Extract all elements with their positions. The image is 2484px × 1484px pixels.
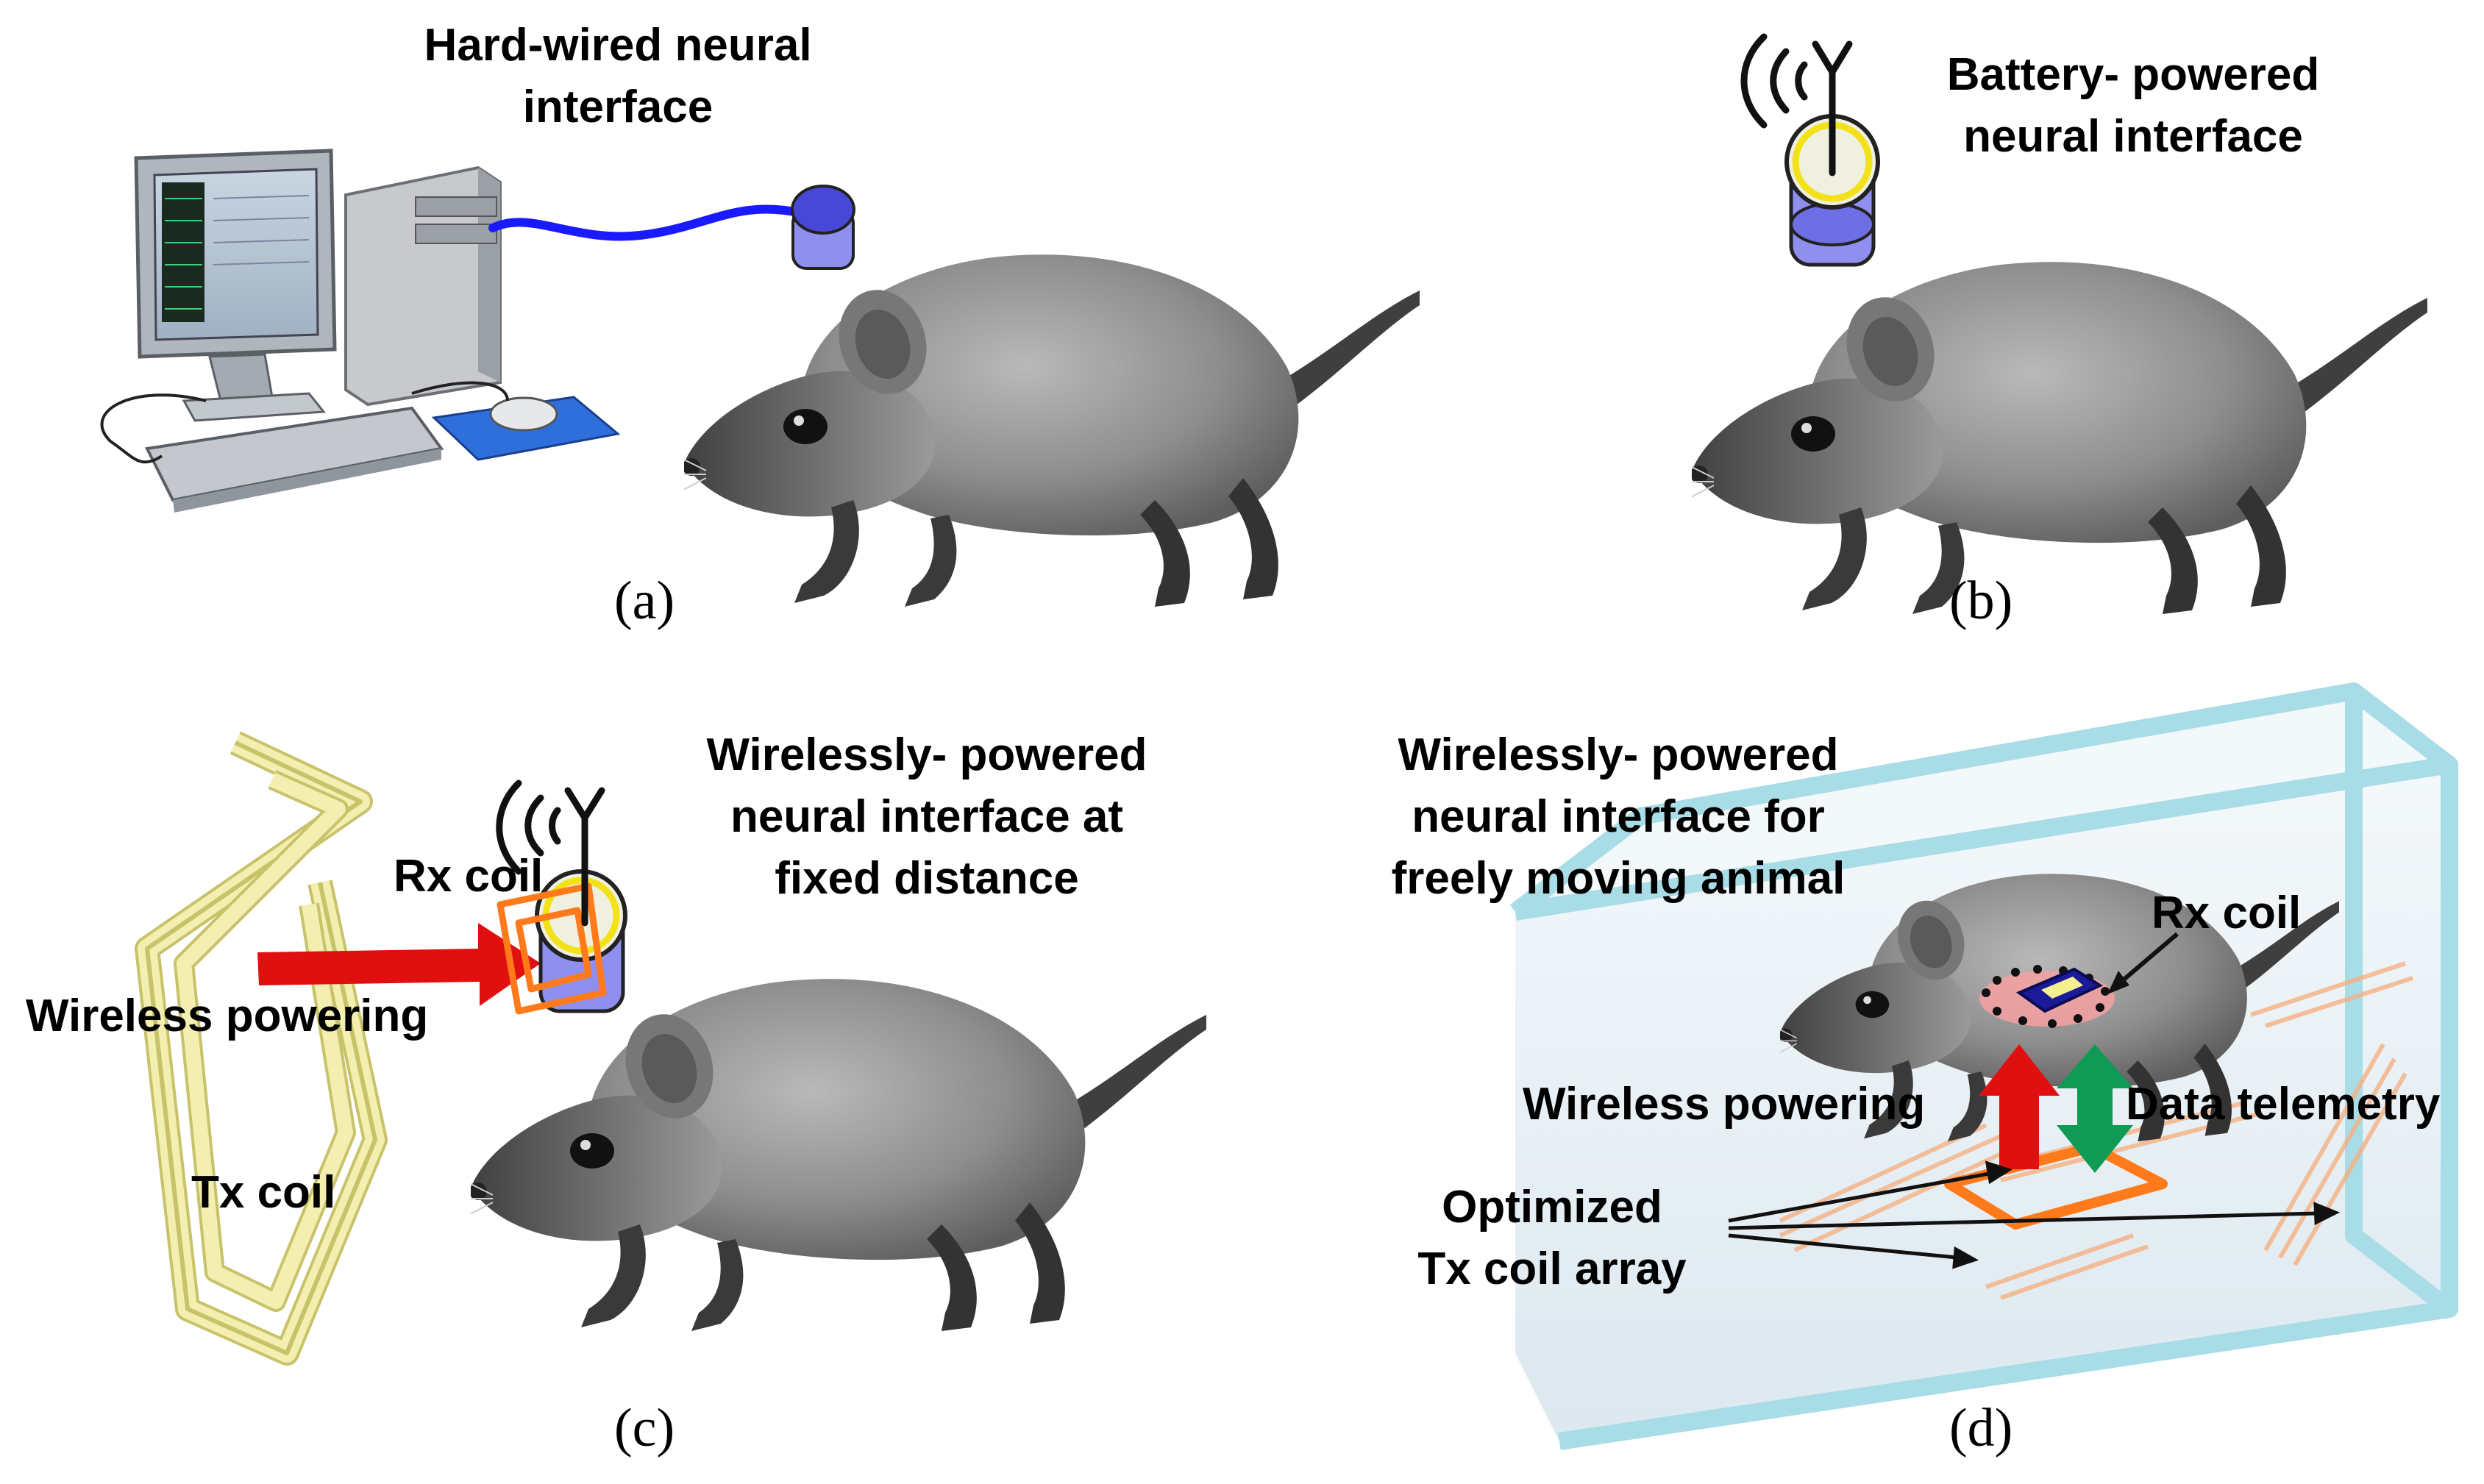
panel-d-tx-array-label: Optimized Tx coil array: [1390, 1177, 1714, 1300]
panel-c-caption: (c): [614, 1398, 675, 1458]
panel-d-title: Wirelessly- powered neural interface for…: [1339, 724, 1898, 910]
panel-c-title-line-1: Wirelessly- powered: [706, 729, 1147, 780]
antenna-icon: [1740, 33, 1853, 176]
panel-d: [1509, 682, 2458, 1450]
panel-c-title-line-3: fixed distance: [775, 853, 1079, 904]
panel-b-title: Battery- powered neural interface: [1883, 44, 2383, 168]
panel-a-title-line-1: Hard-wired neural: [424, 20, 812, 71]
panel-d-title-line-3: freely moving animal: [1391, 853, 1846, 904]
panel-c-title: Wirelessly- powered neural interface at …: [647, 724, 1206, 910]
hard-wire: [488, 204, 806, 241]
panel-b: [1692, 33, 2427, 615]
tx-array-pointers: [1728, 1160, 2341, 1269]
mouse: [489, 396, 558, 432]
panel-a-caption: (a): [614, 571, 675, 631]
panel-a: [100, 149, 1420, 607]
panel-b-title-line-1: Battery- powered: [1946, 49, 2320, 100]
panel-d-rx-label: Rx coil: [2152, 888, 2302, 938]
panel-c: [135, 731, 1206, 1366]
panel-a-title: Hard-wired neural interface: [353, 15, 883, 138]
panel-d-title-line-1: Wirelessly- powered: [1398, 729, 1839, 780]
panel-b-caption: (b): [1949, 571, 2013, 631]
panel-d-caption: (d): [1949, 1398, 2013, 1458]
electrode-cap: [791, 185, 855, 270]
panel-a-title-line-2: interface: [522, 82, 713, 132]
panel-b-title-line-2: neural interface: [1963, 111, 2303, 162]
rx-coil-icon: [497, 882, 607, 1015]
panel-d-telemetry-label: Data telemetry: [2126, 1079, 2441, 1130]
panel-c-tx-label: Tx coil: [191, 1167, 336, 1218]
panel-c-power-label: Wireless powering: [26, 991, 429, 1041]
wireless-power-arrow-d: [1979, 1044, 2060, 1169]
antenna-icon-c: [496, 780, 605, 927]
keyboard: [144, 406, 444, 513]
telemetry-arrow: [2057, 1044, 2133, 1173]
wireless-power-arrow: [257, 923, 541, 1006]
rx-coil-pointer: [2107, 932, 2179, 994]
tx-coil: [135, 731, 388, 1366]
panel-d-title-line-2: neural interface for: [1412, 791, 1825, 842]
panel-d-power-label: Wireless powering: [1523, 1079, 1926, 1130]
panel-c-rx-label: Rx coil: [394, 851, 544, 902]
tx-coil-d: [1944, 1142, 2168, 1230]
panel-c-title-line-2: neural interface at: [730, 791, 1124, 842]
panel-d-tx-array-line-2: Tx coil array: [1417, 1244, 1687, 1294]
computer-monitor: [134, 149, 337, 422]
computer-tower: [344, 165, 502, 407]
panel-d-tx-array-line-1: Optimized: [1442, 1182, 1662, 1232]
